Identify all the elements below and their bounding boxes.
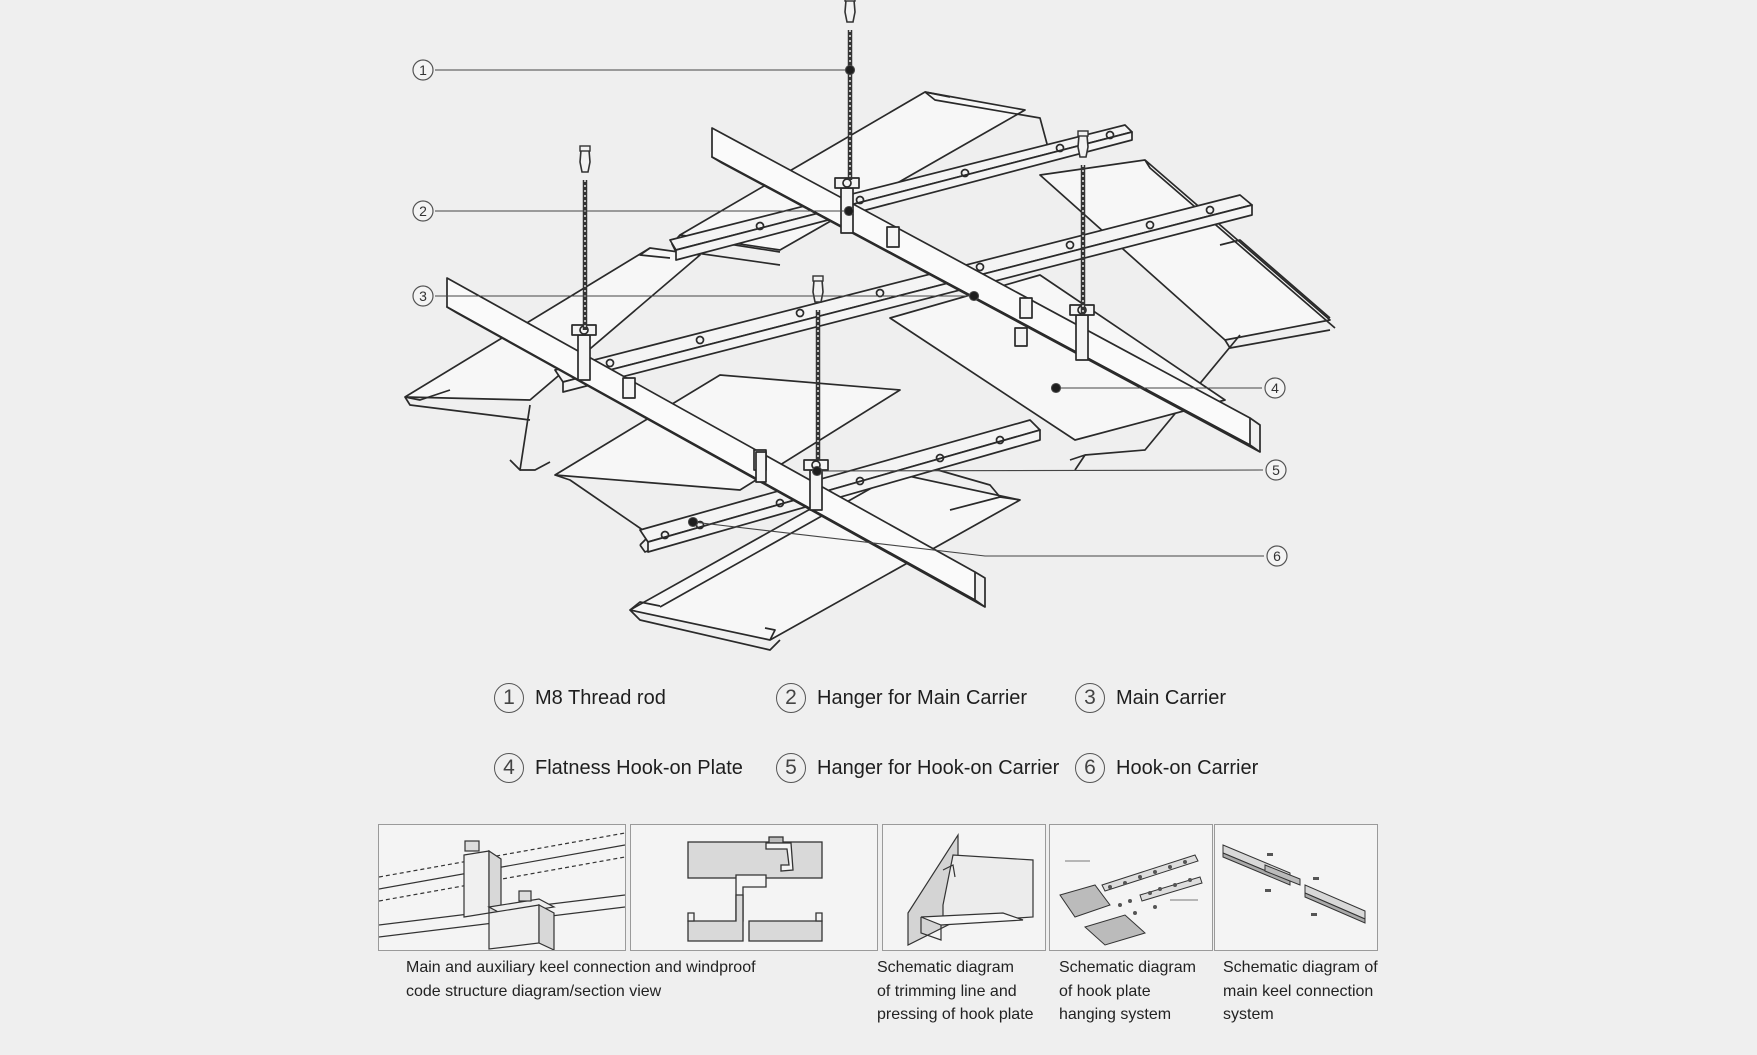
legend-item-1: 1 M8 Thread rod [494,683,666,713]
panel-left [404,247,701,471]
callout-2-marker: 2 [412,200,434,222]
callout-1-marker: 1 [412,59,434,81]
caption-keel-line2: code structure diagram/section view [406,982,662,1000]
caption-main-keel: Schematic diagram of main keel connectio… [1223,956,1378,1027]
legend-num-6: 6 [1075,753,1105,783]
caption-trimming-line3: pressing of hook plate [877,1006,1034,1023]
svg-text:6: 6 [1273,548,1281,564]
caption-trimming-line2: of trimming line and [877,982,1017,1000]
callout-markers: 1 2 3 4 5 6 [412,59,1288,567]
caption-keel-section: Main and auxiliary keel connection and w… [406,956,756,1003]
caption-trimming: Schematic diagram of trimming line and p… [877,956,1034,1027]
legend-item-5: 5 Hanger for Hook-on Carrier [776,753,1059,783]
legend-item-4: 4 Flatness Hook-on Plate [494,753,743,783]
legend-label-6: Hook-on Carrier [1116,756,1259,779]
detail-keel-section-2d [630,824,878,951]
legend-label-5: Hanger for Hook-on Carrier [817,756,1060,779]
callout-leaders [435,64,1264,557]
legend-num-3: 3 [1075,683,1105,713]
legend-label-3: Main Carrier [1116,686,1227,709]
svg-text:1: 1 [419,62,427,78]
callout-4-marker: 4 [1264,377,1286,399]
detail-keel-section-3d [378,824,626,951]
callout-6-marker: 6 [1266,545,1288,567]
legend-item-2: 2 Hanger for Main Carrier [776,683,1027,713]
svg-text:4: 4 [1271,380,1279,396]
callout-3-marker: 3 [412,285,434,307]
panel-right [1039,159,1336,471]
detail-hanging [1049,824,1213,951]
detail-trimming [882,824,1046,951]
caption-hanging-line3: hanging system [1059,1006,1172,1023]
svg-text:2: 2 [419,203,427,219]
legend-num-5: 5 [776,753,806,783]
detail-main-keel [1214,824,1378,951]
hanger-clips [622,226,1033,483]
legend-num-1: 1 [494,683,524,713]
caption-keel-line1: Main and auxiliary keel connection and w… [406,959,756,976]
caption-mainkeel-line3: system [1223,1006,1274,1023]
caption-hanging: Schematic diagram of hook plate hanging … [1059,956,1196,1027]
legend-item-6: 6 Hook-on Carrier [1075,753,1258,783]
svg-text:3: 3 [419,288,427,304]
hook-on-carrier-mid [554,194,1253,393]
caption-hanging-line1: Schematic diagram [1059,959,1196,976]
hook-on-carrier-front [639,419,1041,553]
callout-5-marker: 5 [1265,459,1287,481]
caption-hanging-line2: of hook plate [1059,982,1151,1000]
legend-num-2: 2 [776,683,806,713]
caption-mainkeel-line2: main keel connection [1223,982,1374,1000]
legend-label-2: Hanger for Main Carrier [817,686,1028,709]
caption-trimming-line1: Schematic diagram [877,959,1014,976]
svg-text:5: 5 [1272,462,1280,478]
ceiling-system-diagram: 1 2 3 4 5 6 [404,0,1336,651]
hook-on-carrier-back [669,124,1133,261]
legend-num-4: 4 [494,753,524,783]
legend-label-1: M8 Thread rod [535,686,666,709]
legend-label-4: Flatness Hook-on Plate [535,756,743,779]
legend-item-3: 3 Main Carrier [1075,683,1226,713]
caption-mainkeel-line1: Schematic diagram of [1223,959,1378,976]
